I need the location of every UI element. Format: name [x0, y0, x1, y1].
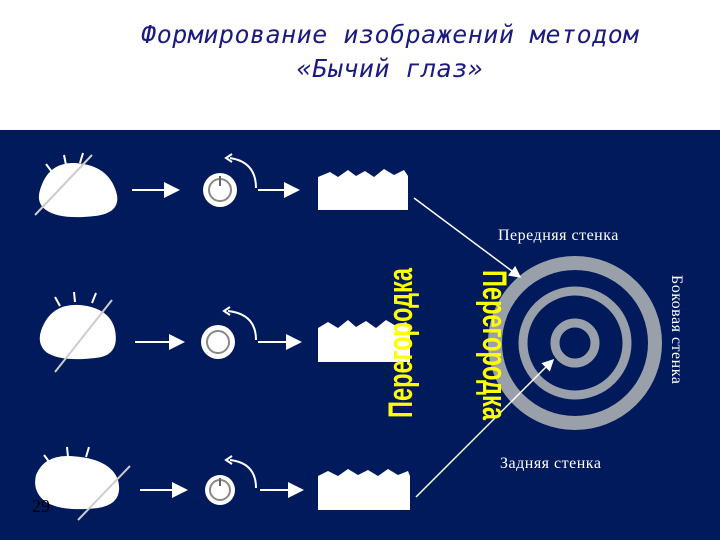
rotating-slice-icon	[203, 153, 257, 207]
side-wall-label: Боковая стенка	[668, 275, 685, 384]
front-wall-label: Передняя стенка	[498, 227, 619, 244]
rotating-slice-icon	[205, 455, 257, 505]
pointer-arrow-back	[415, 358, 555, 498]
slide-title: Формирование изображений методом «Бычий …	[0, 18, 720, 86]
heart-shape-icon	[34, 152, 118, 218]
rotate-arrow-icon	[222, 306, 231, 316]
pointer-arrow-front	[413, 197, 522, 278]
bullseye-rings	[488, 256, 662, 430]
rotate-arrow-icon	[224, 153, 233, 163]
septum-label-right: Перегородка	[475, 270, 513, 421]
row-3	[35, 446, 410, 521]
rotate-arrow-icon	[224, 455, 233, 465]
unrolled-strip-icon	[318, 320, 410, 362]
heart-shape-icon	[39, 291, 116, 373]
back-wall-label: Задняя стенка	[500, 455, 601, 472]
row-1	[34, 152, 408, 218]
unrolled-strip-icon	[318, 169, 408, 210]
heart-shape-icon	[35, 446, 131, 521]
title-line-1: Формирование изображений методом	[141, 20, 639, 49]
row-2	[39, 291, 410, 373]
rotating-slice-icon	[201, 306, 257, 359]
page-number: 29	[32, 496, 50, 516]
septum-label-left: Перегородка	[382, 267, 420, 418]
title-line-2: «Бычий глаз»	[296, 54, 484, 83]
unrolled-strip-icon	[318, 469, 410, 510]
